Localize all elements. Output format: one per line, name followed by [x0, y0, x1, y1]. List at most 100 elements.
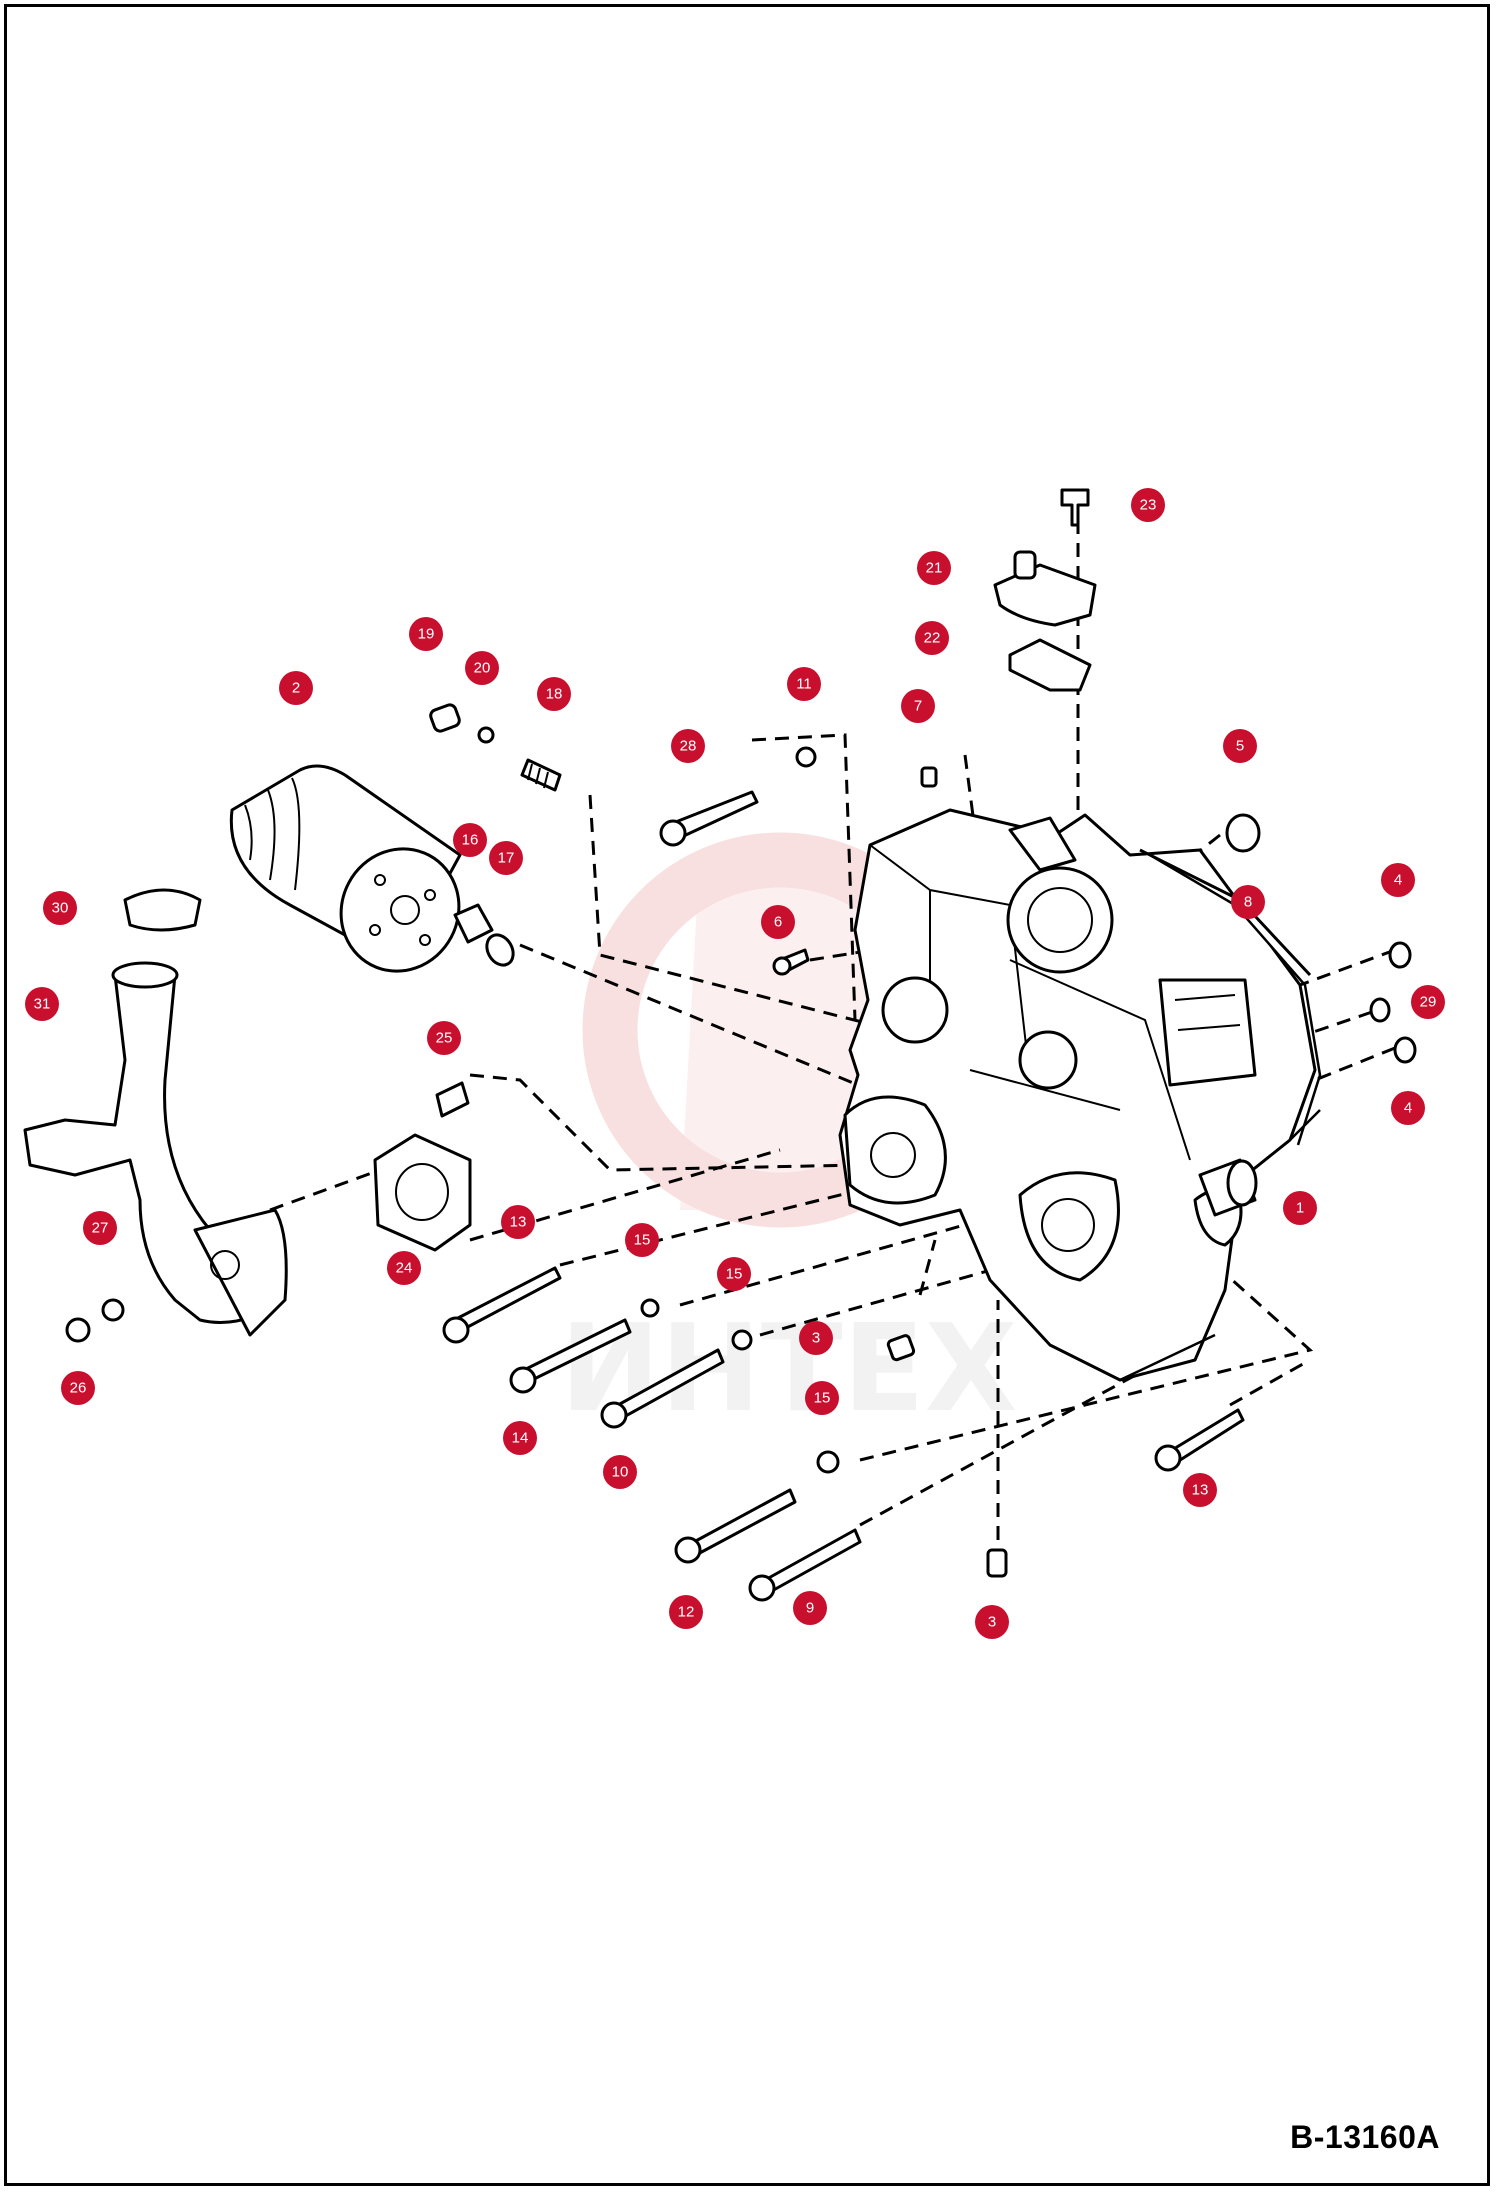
relief-valve-parts: [429, 703, 562, 792]
svg-text:17: 17: [498, 850, 515, 867]
washer-15-a: [640, 1298, 660, 1318]
svg-text:27: 27: [92, 1220, 109, 1237]
callout-30: 30: [43, 891, 77, 925]
washer-15-b: [731, 1329, 753, 1351]
filter-nipple: [453, 903, 515, 967]
svg-text:3: 3: [812, 1330, 820, 1347]
washer-15-c: [816, 1450, 840, 1474]
callout-22: 22: [915, 621, 949, 655]
callout-10: 10: [603, 1455, 637, 1489]
callout-5: 5: [1223, 729, 1257, 763]
svg-text:2: 2: [292, 680, 300, 697]
callout-29: 29: [1411, 985, 1445, 1019]
svg-text:5: 5: [1236, 738, 1244, 755]
callout-20: 20: [465, 651, 499, 685]
callout-15-c: 15: [805, 1381, 839, 1415]
callout-11: 11: [787, 667, 821, 701]
svg-text:22: 22: [924, 630, 941, 647]
svg-text:20: 20: [474, 660, 491, 677]
dowel-3-upper: [886, 1334, 916, 1362]
bolt-14: [509, 1318, 632, 1394]
callout-8: 8: [1231, 885, 1265, 919]
bolt-28: [659, 790, 759, 847]
svg-text:15: 15: [814, 1390, 831, 1407]
callout-1: 1: [1283, 1191, 1317, 1225]
svg-text:15: 15: [726, 1266, 743, 1283]
bolt-13-left: [442, 1266, 562, 1344]
watermark: ИНТЕХ: [560, 832, 1017, 1439]
svg-text:12: 12: [678, 1604, 695, 1621]
svg-text:26: 26: [70, 1380, 87, 1397]
callout-24: 24: [387, 1251, 421, 1285]
bolt-13-right: [1154, 1408, 1245, 1472]
svg-text:21: 21: [926, 560, 943, 577]
callout-13-left: 13: [501, 1205, 535, 1239]
gear-case: [838, 808, 1321, 1382]
svg-text:24: 24: [396, 1260, 413, 1277]
o-ring-4-upper: [1388, 941, 1412, 969]
callout-12: 12: [669, 1595, 703, 1629]
dowel-3-lower: [986, 1548, 1008, 1578]
callout-23: 23: [1131, 488, 1165, 522]
callout-18: 18: [537, 677, 571, 711]
svg-text:11: 11: [796, 676, 812, 693]
svg-text:13: 13: [1192, 1482, 1209, 1499]
svg-text:19: 19: [418, 626, 435, 643]
svg-text:10: 10: [612, 1464, 629, 1481]
bolt-9: [748, 1528, 862, 1602]
callout-3-upper: 3: [799, 1321, 833, 1355]
page-frame: [4, 4, 1490, 2186]
outlet-pipe: [1198, 1158, 1258, 1217]
callout-14: 14: [503, 1421, 537, 1455]
watermark-text: ИНТЕХ: [560, 1300, 1017, 1439]
svg-text:14: 14: [512, 1430, 529, 1447]
svg-text:9: 9: [806, 1600, 814, 1617]
callout-15-a: 15: [625, 1223, 659, 1257]
callout-3-lower: 3: [975, 1605, 1009, 1639]
nut: [65, 1317, 91, 1343]
oil-fill-tube: [23, 888, 288, 1337]
svg-text:25: 25: [436, 1030, 453, 1047]
callout-25: 25: [427, 1021, 461, 1055]
callout-17: 17: [489, 841, 523, 875]
nut-11: [795, 746, 817, 768]
svg-text:13: 13: [510, 1214, 527, 1231]
callout-4-upper: 4: [1381, 863, 1415, 897]
svg-text:28: 28: [680, 738, 697, 755]
breather-cover: [993, 488, 1097, 692]
svg-text:3: 3: [988, 1614, 996, 1631]
callout-9: 9: [793, 1591, 827, 1625]
callout-6: 6: [761, 905, 795, 939]
callout-27: 27: [83, 1211, 117, 1245]
gasket-8: [1149, 853, 1322, 1146]
callout-15-b: 15: [717, 1257, 751, 1291]
svg-text:15: 15: [634, 1232, 651, 1249]
svg-text:6: 6: [774, 914, 782, 931]
o-ring-5: [1225, 813, 1261, 853]
callout-16: 16: [453, 823, 487, 857]
callout-4-lower: 4: [1391, 1091, 1425, 1125]
svg-text:8: 8: [1244, 894, 1252, 911]
callout-2: 2: [279, 671, 313, 705]
o-ring-4-lower: [1393, 1036, 1417, 1064]
callout-13-right: 13: [1183, 1473, 1217, 1507]
o-ring-29: [1369, 997, 1391, 1023]
gasket: [373, 1133, 472, 1252]
callout-26: 26: [61, 1371, 95, 1405]
svg-text:23: 23: [1140, 497, 1157, 514]
callout-21: 21: [917, 551, 951, 585]
bolt-6: [772, 948, 810, 976]
svg-text:16: 16: [462, 832, 479, 849]
bolt-12: [674, 1488, 797, 1564]
svg-text:31: 31: [34, 996, 51, 1013]
svg-text:1: 1: [1296, 1200, 1304, 1217]
svg-text:29: 29: [1420, 994, 1437, 1011]
pin-7: [920, 766, 938, 788]
callout-19: 19: [409, 617, 443, 651]
oil-filter: [229, 764, 462, 973]
callout-31: 31: [25, 987, 59, 1021]
drawing-id-label: B-13160A: [1290, 2119, 1440, 2155]
svg-text:30: 30: [52, 900, 69, 917]
